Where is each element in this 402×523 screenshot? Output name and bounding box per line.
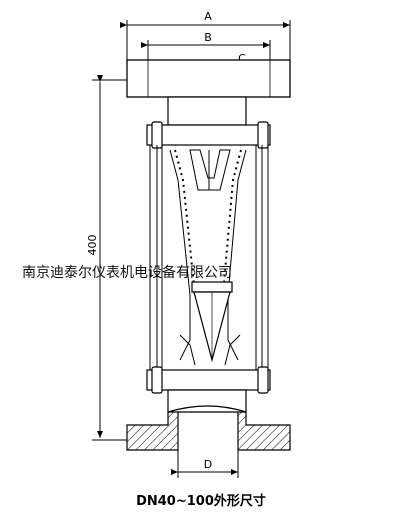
dimension-a [120,20,291,60]
dimension-d [171,450,239,478]
bottom-flange [126,411,291,451]
company-watermark: 南京迪泰尔仪表机电设备有限公司 [22,265,232,281]
dim-d-label: D [204,458,212,471]
upper-plate [146,121,271,149]
dimension-height [92,75,127,441]
float [191,281,233,363]
drawing-caption: DN40~100外形尺寸 [136,494,266,509]
bottom-neck [167,389,247,413]
tie-rods [149,145,269,370]
lower-plate [146,366,271,394]
top-neck [167,96,247,126]
dim-c-label: C [238,52,246,65]
top-flange [126,59,291,98]
dimension-b [141,40,271,62]
lower-guide [179,334,241,366]
dim-height-label: 400 [86,235,99,256]
dim-a-label: A [204,10,212,23]
upper-guide [189,149,231,191]
dim-b-label: B [204,31,212,44]
